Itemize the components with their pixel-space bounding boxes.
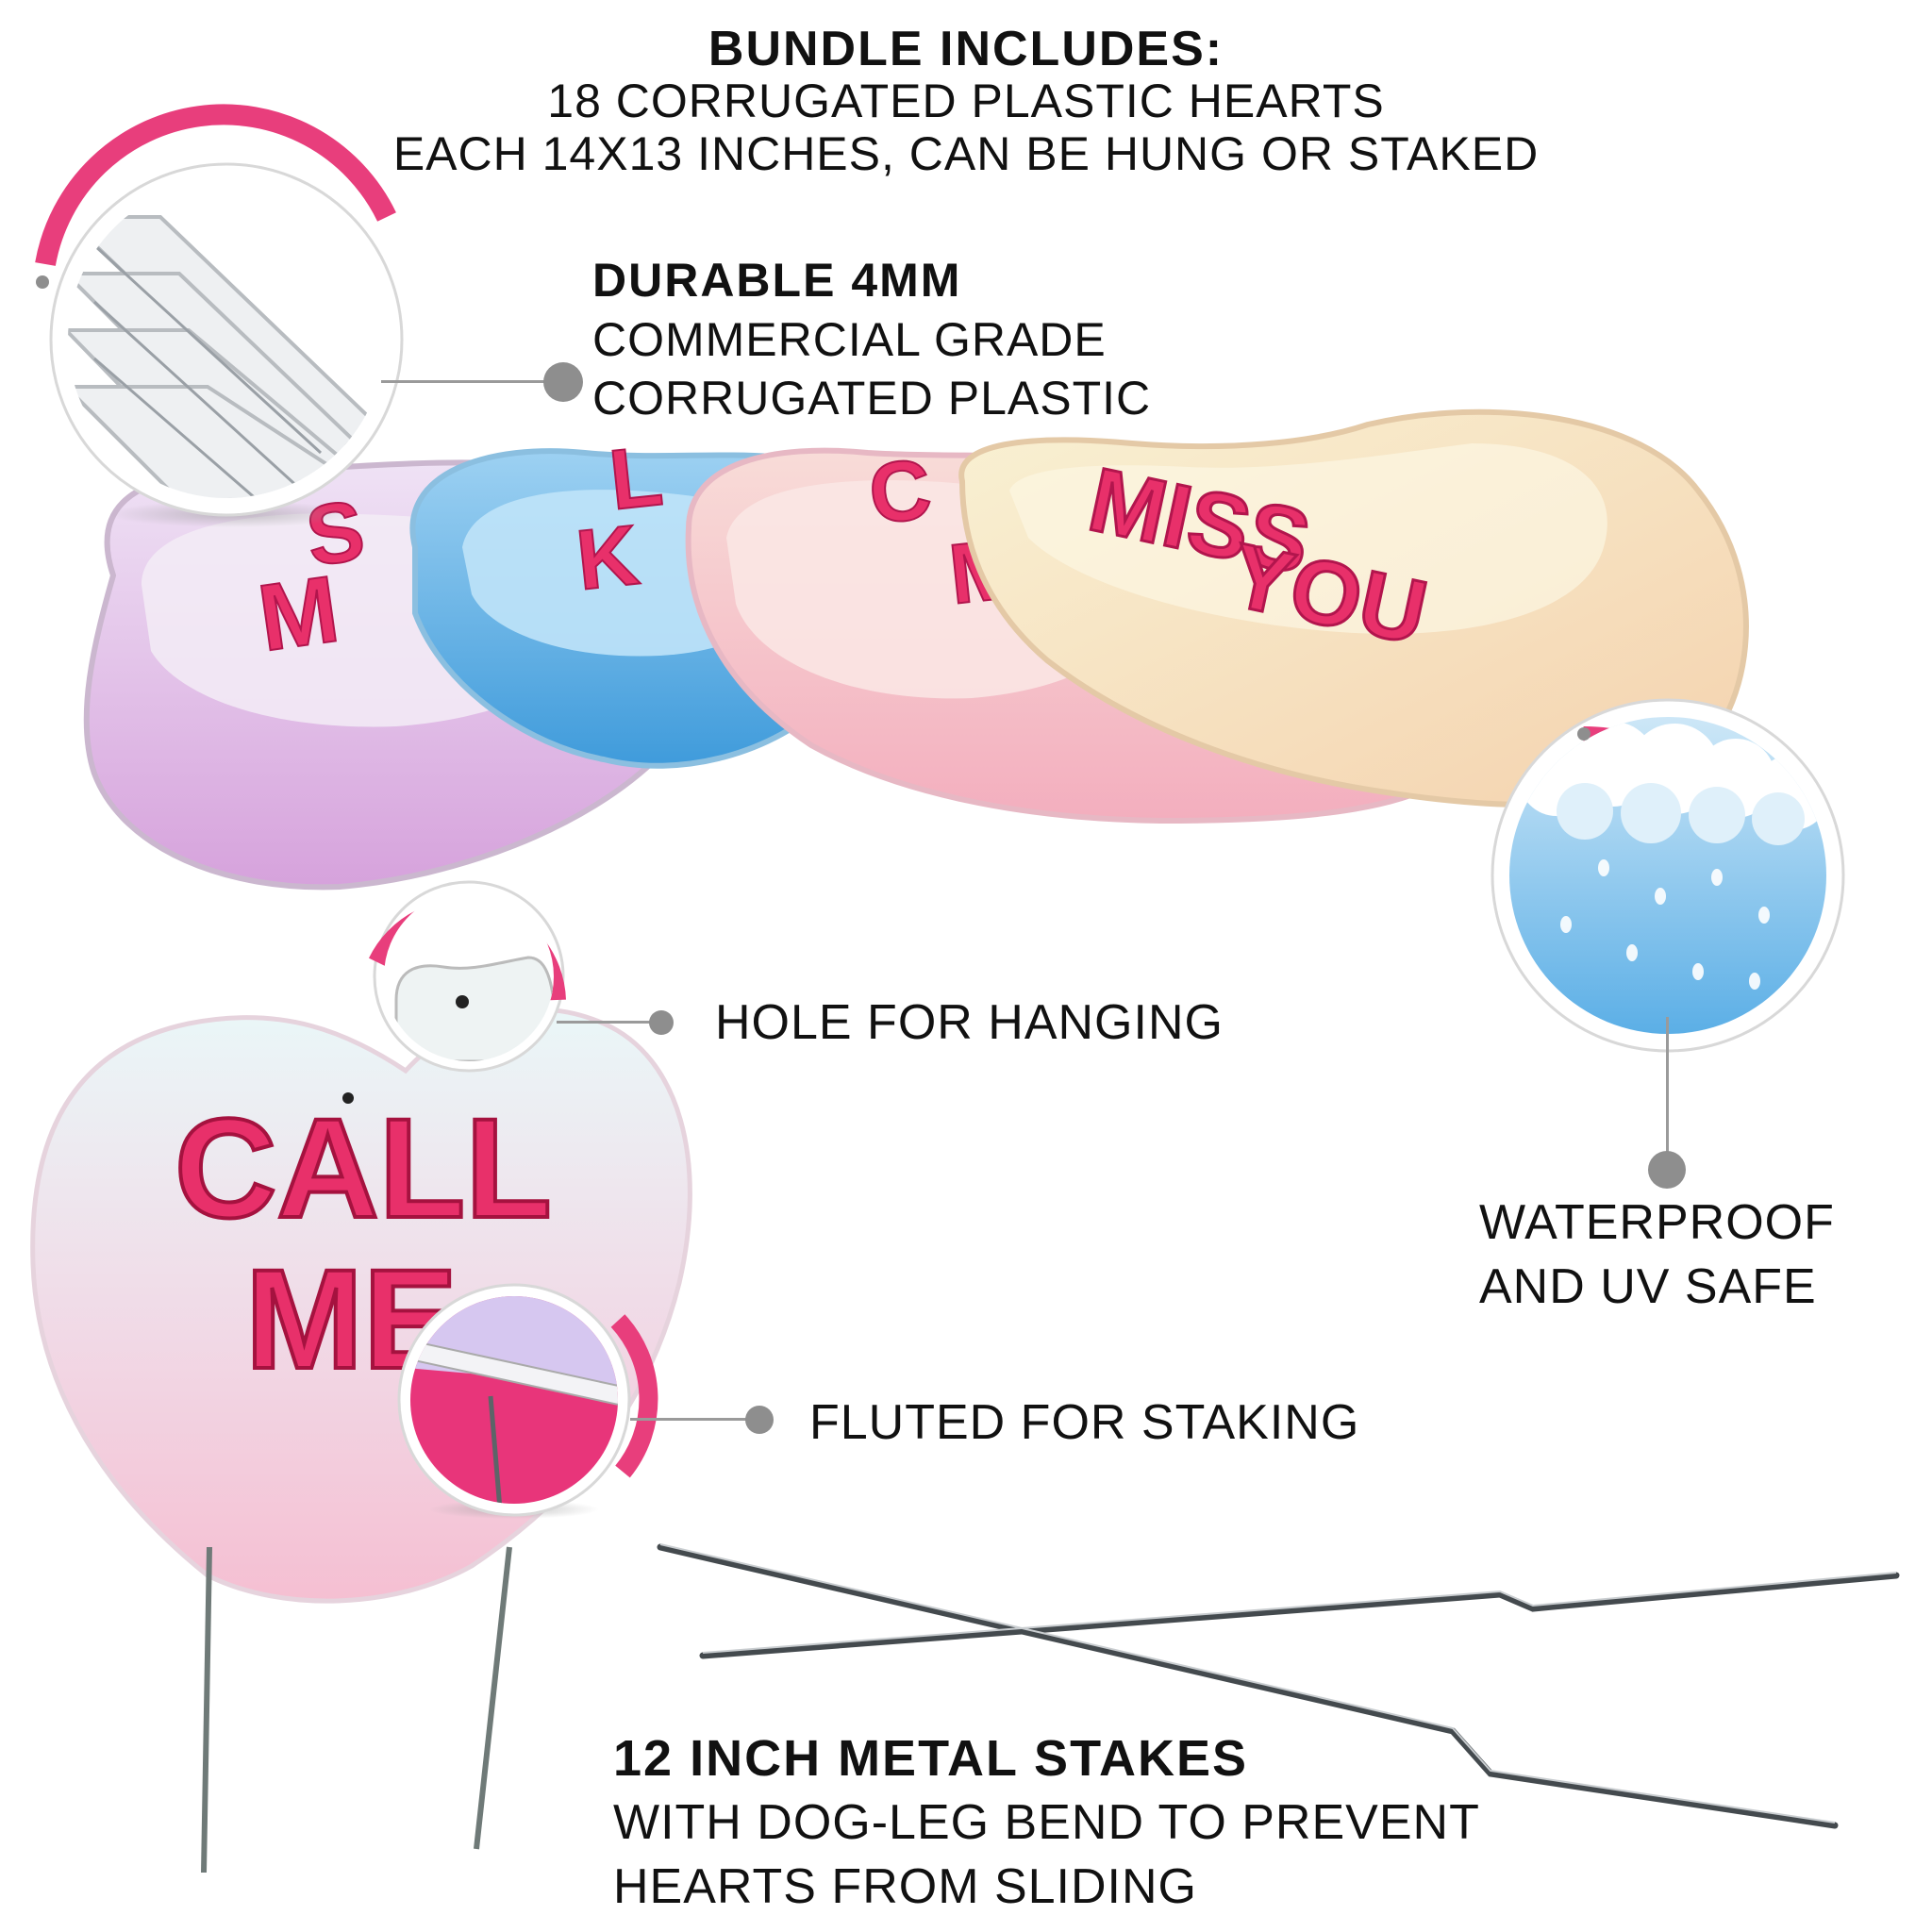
fluted-feature-label: FLUTED FOR STAKING (809, 1395, 1360, 1450)
waterproof-callout (1491, 698, 1845, 1053)
hole-connector-dot (649, 1010, 674, 1035)
durable-connector-dot (543, 362, 583, 402)
fluted-callout (397, 1283, 658, 1519)
yellow-heart (958, 408, 1749, 808)
durable-line-2: CORRUGATED PLASTIC (592, 372, 1152, 425)
front-heart-stakes (201, 1546, 512, 1874)
stakes-line-1: WITH DOG-LEG BEND TO PREVENT (613, 1795, 1480, 1850)
waterproof-line-2: AND UV SAFE (1479, 1259, 1817, 1314)
fluted-connector-line (630, 1418, 750, 1421)
hole-connector-line (557, 1021, 653, 1024)
stakes-title: 12 INCH METAL STAKES (613, 1730, 1249, 1787)
durable-connector-line (381, 380, 546, 383)
durable-title: DURABLE 4MM (592, 254, 962, 307)
waterproof-line-1: WATERPROOF (1479, 1195, 1835, 1250)
bundle-title: BUNDLE INCLUDES: (708, 22, 1224, 76)
stakes-line-2: HEARTS FROM SLIDING (613, 1859, 1198, 1914)
metal-stakes (657, 1543, 1900, 1829)
stakes-feature: 12 INCH METAL STAKES WITH DOG-LEG BEND T… (613, 1726, 1480, 1919)
hanging-hole-callout (368, 880, 566, 1073)
front-heart-text-line1: CALL (175, 1089, 552, 1247)
durable-feature: DURABLE 4MM COMMERCIAL GRADE CORRUGATED … (592, 250, 1151, 427)
blue-heart-text-line1: L (606, 429, 667, 528)
peach-heart-text-line1: C (865, 442, 936, 542)
waterproof-small-dot (1577, 727, 1591, 741)
purple-heart-text-line1: S (301, 483, 370, 584)
waterproof-feature: WATERPROOF AND UV SAFE (1479, 1191, 1835, 1319)
bundle-line-2: EACH 14X13 INCHES, CAN BE HUNG OR STAKED (392, 127, 1540, 180)
blue-heart-text-line2: K (573, 508, 643, 608)
corrugated-callout (35, 104, 404, 527)
durable-line-1: COMMERCIAL GRADE (592, 313, 1107, 366)
bundle-line-1: 18 CORRUGATED PLASTIC HEARTS (547, 75, 1385, 127)
purple-heart-text-line2: M (252, 556, 344, 672)
durable-small-dot (36, 275, 49, 289)
fluted-connector-dot (745, 1406, 774, 1434)
hole-feature-label: HOLE FOR HANGING (715, 995, 1224, 1050)
waterproof-connector-line (1666, 1017, 1669, 1157)
waterproof-connector-dot (1648, 1151, 1686, 1189)
